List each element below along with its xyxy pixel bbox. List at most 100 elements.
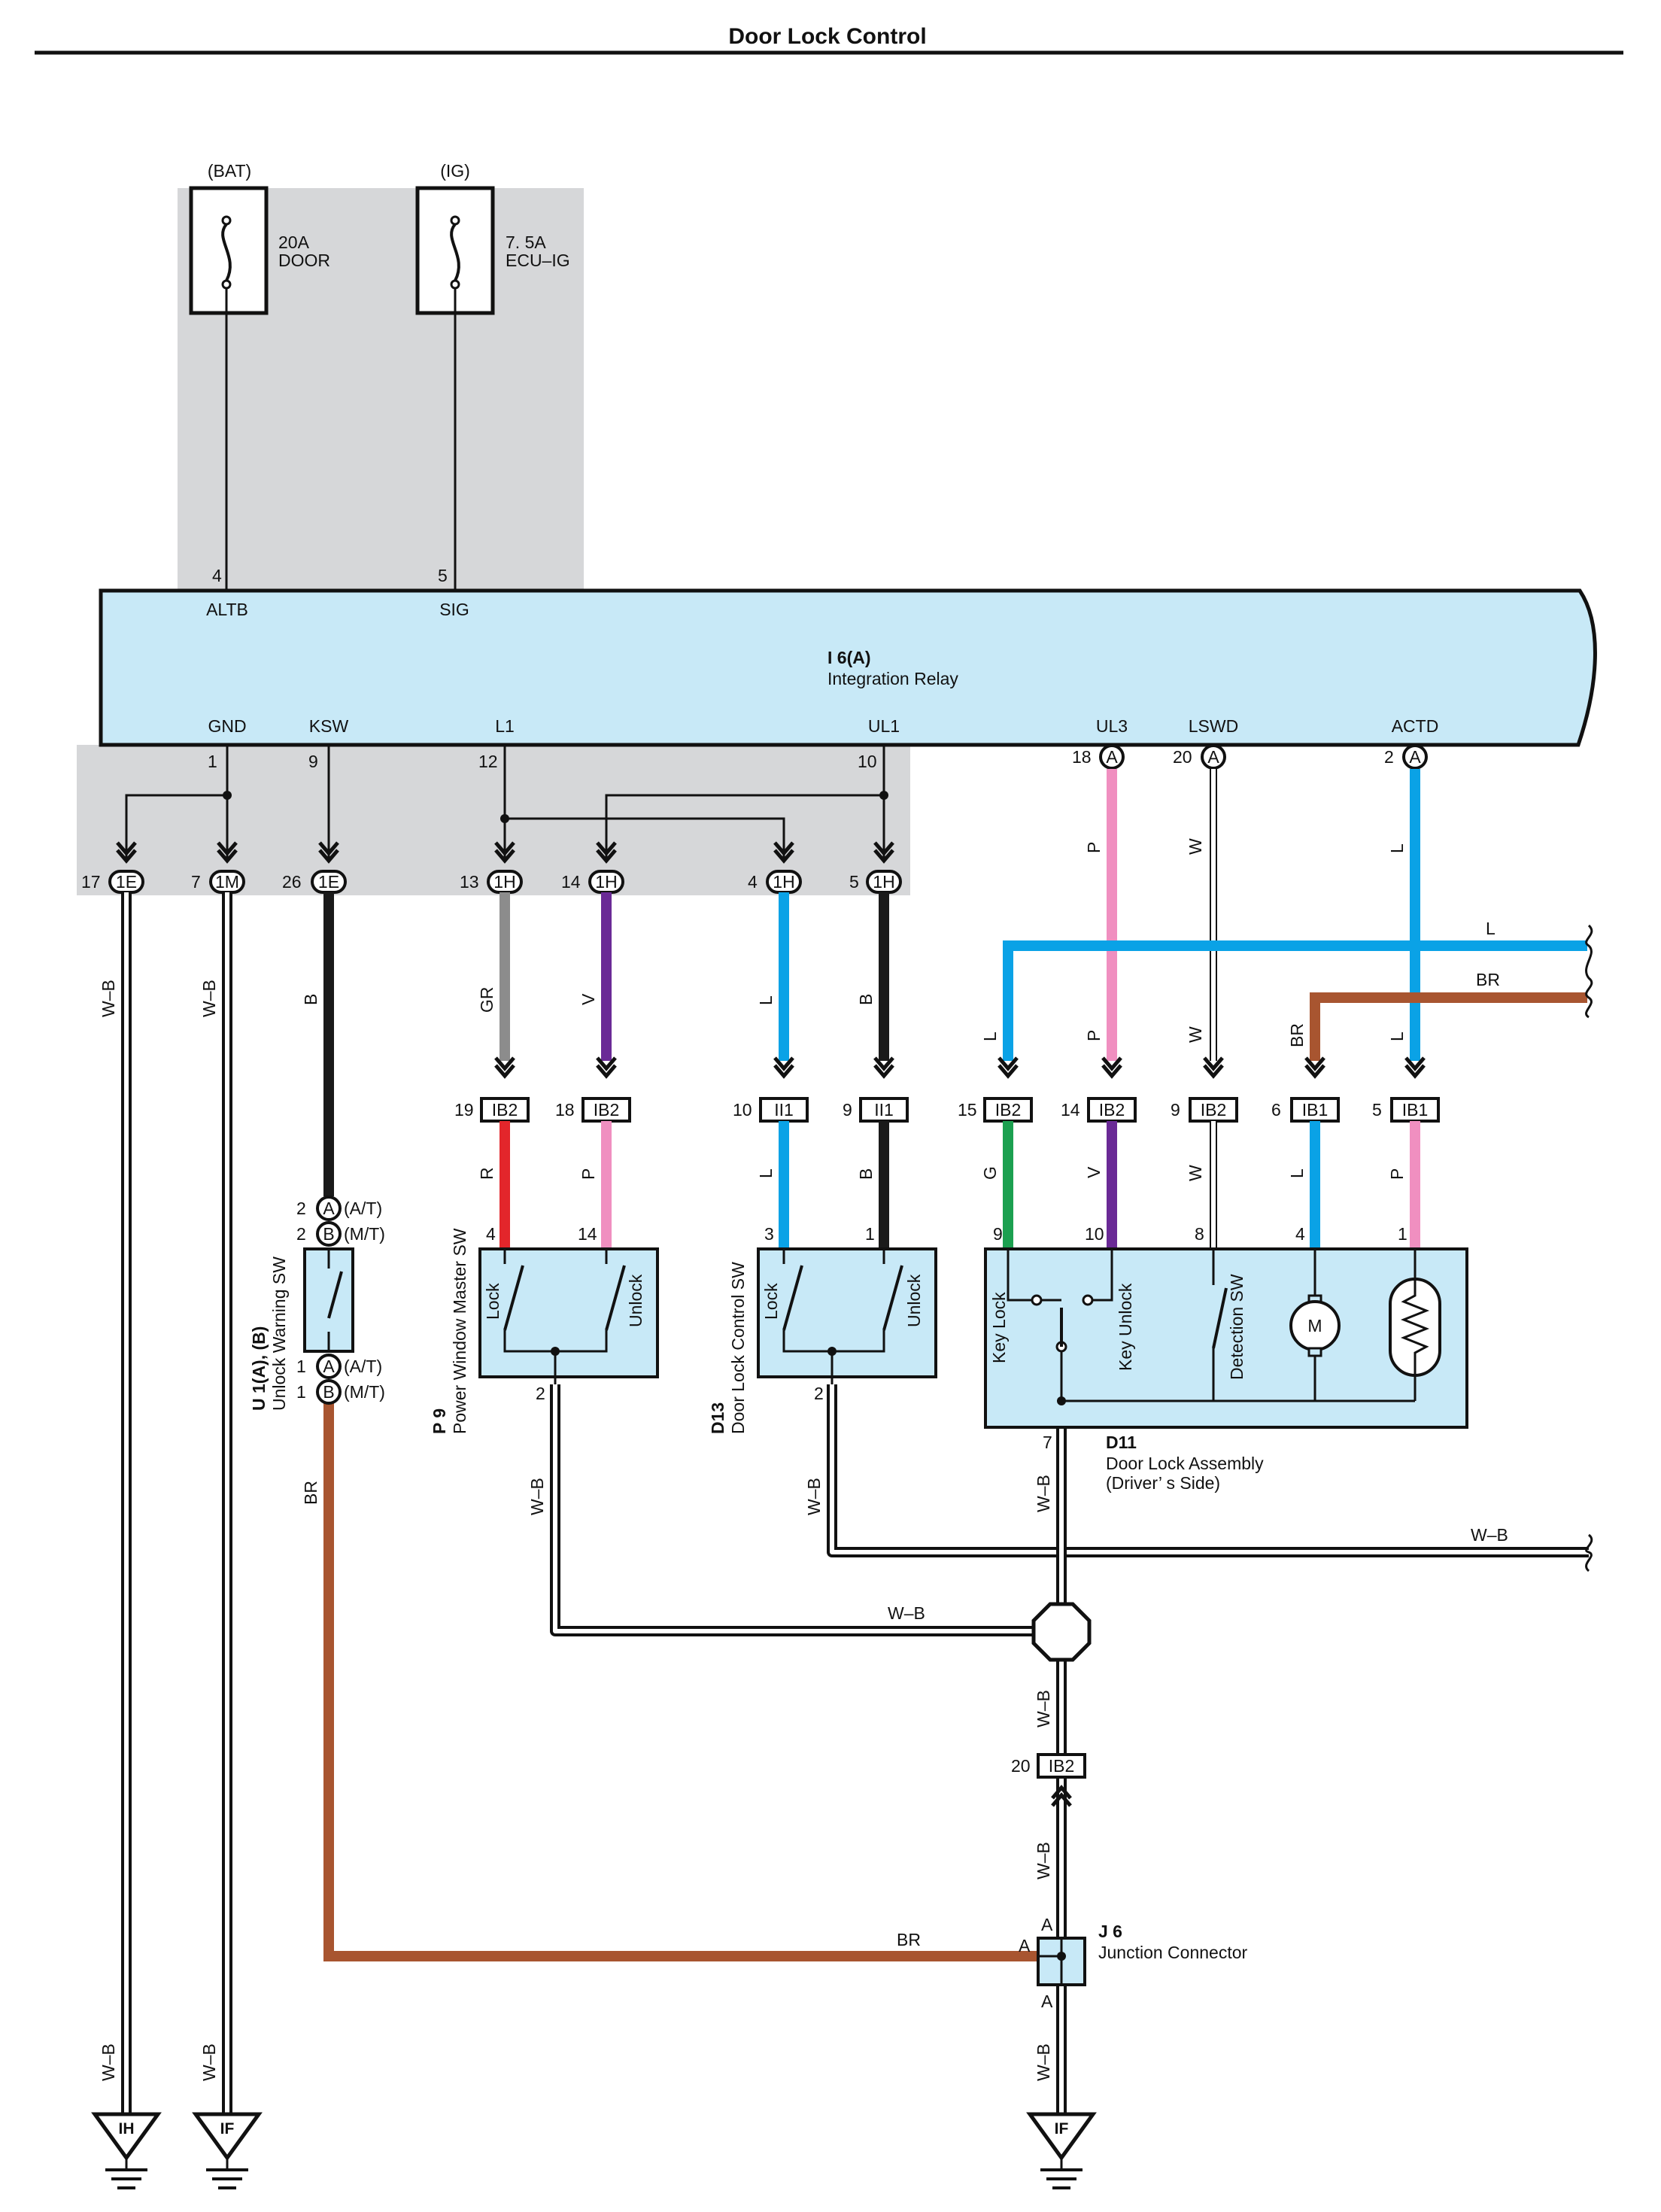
svg-text:G: G bbox=[980, 1166, 1000, 1180]
svg-text:P: P bbox=[1084, 842, 1104, 853]
svg-text:IF: IF bbox=[1055, 2120, 1069, 2138]
svg-text:W–B: W–B bbox=[1034, 1475, 1053, 1512]
svg-text:14: 14 bbox=[1061, 1100, 1080, 1120]
svg-text:BR: BR bbox=[301, 1481, 320, 1505]
row2-chevrons bbox=[494, 1056, 1426, 1079]
j6-name: Junction Connector bbox=[1098, 1943, 1248, 1962]
svg-text:V: V bbox=[1084, 1166, 1104, 1178]
svg-text:W–B: W–B bbox=[99, 980, 118, 1017]
svg-text:B: B bbox=[856, 994, 876, 1005]
harness-br bbox=[1310, 992, 1587, 1061]
svg-text:1M: 1M bbox=[215, 872, 239, 892]
svg-text:W–B: W–B bbox=[1471, 1525, 1508, 1545]
svg-text:1H: 1H bbox=[595, 872, 617, 892]
svg-text:W–B: W–B bbox=[804, 1478, 824, 1515]
svg-text:W–B: W–B bbox=[1034, 1690, 1053, 1727]
dl-sw-name: Door Lock Control SW bbox=[728, 1262, 748, 1434]
svg-text:P: P bbox=[1387, 1168, 1407, 1180]
svg-text:13: 13 bbox=[460, 872, 479, 892]
svg-text:1: 1 bbox=[1398, 1224, 1407, 1244]
svg-text:A: A bbox=[323, 1199, 335, 1218]
svg-text:L: L bbox=[1287, 1168, 1307, 1178]
pin-num-gnd: 1 bbox=[208, 752, 217, 771]
svg-text:20: 20 bbox=[1011, 1756, 1031, 1776]
splice-ul1 bbox=[879, 791, 888, 800]
relay-pin-lswd: LSWD bbox=[1189, 716, 1238, 736]
svg-text:L: L bbox=[1486, 919, 1496, 938]
svg-text:7: 7 bbox=[191, 872, 201, 892]
unlock-sw-code: U 1(A), (B) bbox=[249, 1326, 269, 1411]
svg-text:B: B bbox=[323, 1382, 334, 1402]
splice-l1 bbox=[500, 814, 509, 823]
svg-text:A: A bbox=[1041, 1915, 1053, 1934]
fuse-name-door: DOOR bbox=[278, 251, 330, 270]
svg-text:BR: BR bbox=[1287, 1023, 1307, 1047]
pin-num-lswd: 20 bbox=[1173, 747, 1192, 767]
dl-sw-code: D13 bbox=[708, 1402, 727, 1434]
svg-text:L: L bbox=[1387, 843, 1407, 853]
svg-text:4: 4 bbox=[748, 872, 758, 892]
svg-text:W–B: W–B bbox=[199, 980, 219, 1017]
svg-text:1H: 1H bbox=[493, 872, 515, 892]
svg-text:P: P bbox=[578, 1168, 598, 1180]
pin-num-ul3: 18 bbox=[1072, 747, 1092, 767]
row2-connectors: IB2 19 IB2 18 II1 10 II1 9 IB2 15 IB2 14… bbox=[454, 1097, 1440, 1123]
harness-break bbox=[1585, 924, 1593, 1019]
svg-text:B: B bbox=[323, 1224, 334, 1244]
svg-text:A: A bbox=[1019, 1936, 1031, 1955]
svg-text:(A/T): (A/T) bbox=[344, 1357, 382, 1376]
wb-wires bbox=[121, 892, 1589, 2114]
junction-block-shade bbox=[77, 745, 910, 895]
svg-text:A: A bbox=[1409, 747, 1421, 767]
svg-text:IF: IF bbox=[220, 2120, 235, 2138]
fuse-rating-door: 20A bbox=[278, 232, 310, 252]
svg-text:9: 9 bbox=[843, 1100, 852, 1120]
integration-relay: 4 5 ALTB SIG I 6(A) Integration Relay GN… bbox=[99, 566, 1597, 747]
svg-text:A: A bbox=[323, 1357, 335, 1376]
svg-text:4: 4 bbox=[486, 1224, 496, 1244]
door-lock-assembly: 9 10 8 4 1 M Key Lock Key Unlock Detecti… bbox=[984, 1224, 1468, 1493]
svg-text:Lock: Lock bbox=[761, 1283, 781, 1320]
svg-text:IH: IH bbox=[119, 2120, 135, 2138]
junction-connector: A A A J 6 Junction Connector bbox=[1019, 1915, 1248, 2011]
relay-pin-sig-num: 5 bbox=[438, 566, 448, 585]
j6-code: J 6 bbox=[1098, 1922, 1122, 1941]
svg-text:Unlock: Unlock bbox=[904, 1274, 924, 1327]
relay-pin-altb-num: 4 bbox=[212, 566, 222, 585]
relay-pin-sig: SIG bbox=[439, 600, 469, 619]
svg-text:IB2: IB2 bbox=[1049, 1756, 1075, 1776]
svg-text:IB2: IB2 bbox=[1201, 1100, 1227, 1120]
svg-text:A: A bbox=[1041, 1992, 1053, 2011]
svg-text:W–B: W–B bbox=[1034, 2043, 1053, 2081]
svg-text:P: P bbox=[1084, 1030, 1104, 1041]
unlock-warning-sw: A B A B 2 2 1 1 (A/T) (M/T) (A/T) (M/T) … bbox=[249, 1196, 385, 1411]
unlock-sw-name: Unlock Warning SW bbox=[269, 1256, 289, 1411]
svg-text:W–B: W–B bbox=[888, 1603, 925, 1623]
relay-pin-ksw: KSW bbox=[309, 716, 349, 736]
svg-text:1: 1 bbox=[296, 1382, 306, 1402]
svg-text:IB1: IB1 bbox=[1302, 1100, 1328, 1120]
relay-pin-ul3: UL3 bbox=[1096, 716, 1128, 736]
svg-text:2: 2 bbox=[814, 1384, 824, 1403]
junction-internal-wiring bbox=[125, 745, 885, 858]
ground-if-2: IF bbox=[1026, 2112, 1097, 2189]
svg-text:II1: II1 bbox=[774, 1100, 794, 1120]
svg-text:(A/T): (A/T) bbox=[344, 1199, 382, 1218]
svg-text:19: 19 bbox=[454, 1100, 474, 1120]
ground-if-1: IF bbox=[192, 2112, 263, 2189]
row1-connectors: 1E 17 1M 7 1E 26 1H 13 1H 14 1H 4 1H 5 bbox=[81, 870, 902, 894]
svg-text:7: 7 bbox=[1043, 1433, 1052, 1452]
svg-text:W–B: W–B bbox=[99, 2043, 118, 2081]
svg-text:1H: 1H bbox=[873, 872, 894, 892]
relay-pin-l1: L1 bbox=[495, 716, 515, 736]
svg-text:A: A bbox=[1106, 747, 1118, 767]
relay-pin-actd: ACTD bbox=[1392, 716, 1439, 736]
relay-pin-altb: ALTB bbox=[206, 600, 248, 619]
motor-label: M bbox=[1307, 1316, 1322, 1335]
svg-text:W–B: W–B bbox=[527, 1478, 547, 1515]
svg-text:Key Lock: Key Lock bbox=[989, 1292, 1009, 1363]
svg-text:L: L bbox=[756, 1168, 776, 1178]
svg-text:1E: 1E bbox=[116, 872, 137, 892]
relay-name: Integration Relay bbox=[827, 669, 958, 688]
svg-text:2: 2 bbox=[296, 1224, 306, 1244]
